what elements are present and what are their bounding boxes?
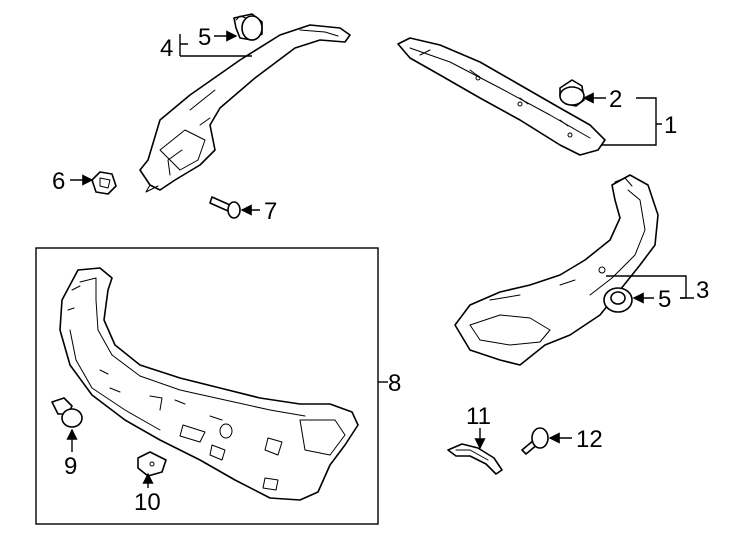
callout-1: 1: [664, 112, 677, 139]
liftgate-trim-panel-part: [59, 267, 359, 501]
pillar-trim-left-part: [139, 24, 351, 193]
callout-10: 10: [134, 489, 161, 516]
clip-2-part: [559, 79, 585, 107]
push-clip-top-part: [233, 13, 263, 41]
push-pin-9-part: [51, 397, 83, 428]
callout-8: 8: [388, 370, 401, 397]
detail-box: [35, 247, 379, 525]
pad-10-part: [137, 451, 167, 477]
pull-strap-11-part: [447, 443, 503, 475]
callout-5-top: 5: [198, 24, 211, 51]
callout-4: 4: [160, 35, 173, 62]
leader-lines: [66, 30, 694, 488]
bolt-12-part: [521, 427, 549, 455]
callout-5-right: 5: [658, 286, 671, 313]
callout-11: 11: [466, 403, 491, 430]
callout-2: 2: [609, 86, 622, 113]
callout-7: 7: [264, 198, 277, 225]
leader-1: [602, 97, 662, 146]
pillar-trim-right-part: [454, 174, 659, 366]
leader-4: [179, 34, 252, 57]
callout-12: 12: [576, 426, 603, 453]
grommet-part: [603, 287, 633, 313]
header-trim-part: [397, 37, 606, 156]
clip-6-part: [91, 171, 117, 195]
callout-9: 9: [64, 453, 77, 480]
callout-3: 3: [696, 277, 709, 304]
bolt-7-part: [209, 196, 241, 219]
callout-6: 6: [52, 168, 65, 195]
